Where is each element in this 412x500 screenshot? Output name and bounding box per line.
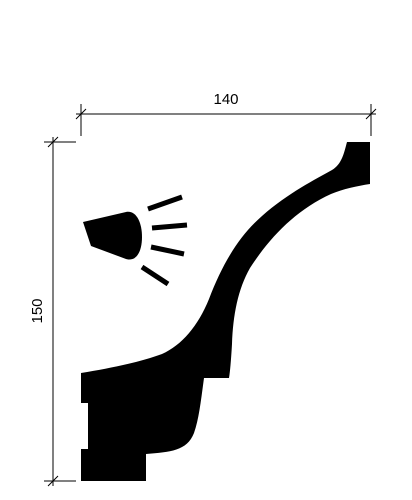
width-dimension: 140 — [75, 91, 377, 136]
light-ray-upper-middle — [151, 222, 188, 231]
height-dimension-label: 150 — [29, 298, 46, 323]
light-ray-bottom — [140, 264, 170, 287]
lamp-body — [83, 211, 142, 260]
width-dimension-label: 140 — [213, 91, 238, 108]
height-tick-top — [47, 136, 59, 148]
height-tick-bottom — [47, 475, 59, 487]
cornice-profile — [81, 142, 370, 481]
lamp-light-icon — [83, 194, 188, 287]
light-ray-top — [147, 194, 183, 212]
height-dimension: 150 — [29, 136, 76, 487]
width-tick-right — [365, 108, 377, 120]
width-tick-left — [75, 108, 87, 120]
light-ray-lower-middle — [150, 244, 185, 257]
